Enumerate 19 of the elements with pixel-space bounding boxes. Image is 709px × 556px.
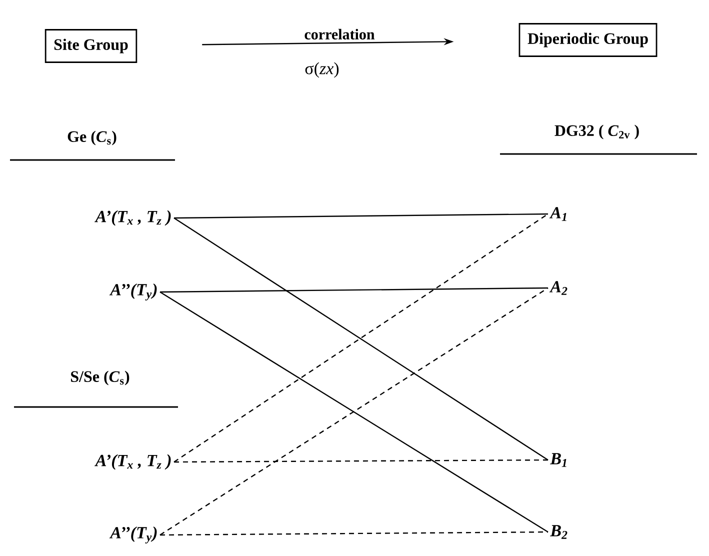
symmetry-label: A’’(T$_{y}$): [109, 526, 157, 544]
symmetry-label: A’(T$_{x}$ , T$_{z}$ ): [94, 454, 171, 470]
correlation-line: [174, 459, 548, 463]
symmetry-label: A’(T$_{x}$ , T$_{z}$ ): [94, 210, 171, 226]
correlation-line: [160, 287, 548, 293]
symmetry-label: A$_{2}$: [549, 281, 568, 295]
correlation-line: [160, 531, 548, 536]
edge-label: correlation: [304, 28, 375, 40]
site-heading: Ge (C$_{s}$): [68, 130, 116, 146]
symmetry-label: B$_{1}$: [550, 453, 566, 467]
correlation-line: [174, 213, 548, 219]
site-heading: S/Se (C$_{s}$): [71, 370, 130, 386]
symmetry-label: A$_{1}$: [549, 207, 566, 221]
symmetry-label: A’’(T$_{y}$): [109, 284, 157, 300]
symmetry-label: B$_{2}$: [550, 525, 568, 539]
operation-label: σ(zx): [305, 62, 339, 78]
title-box: Diperiodic Group: [518, 23, 658, 57]
title-box: Site Group: [44, 29, 138, 63]
group-heading: DG32 ( C$_{2v}$ ): [554, 124, 639, 140]
